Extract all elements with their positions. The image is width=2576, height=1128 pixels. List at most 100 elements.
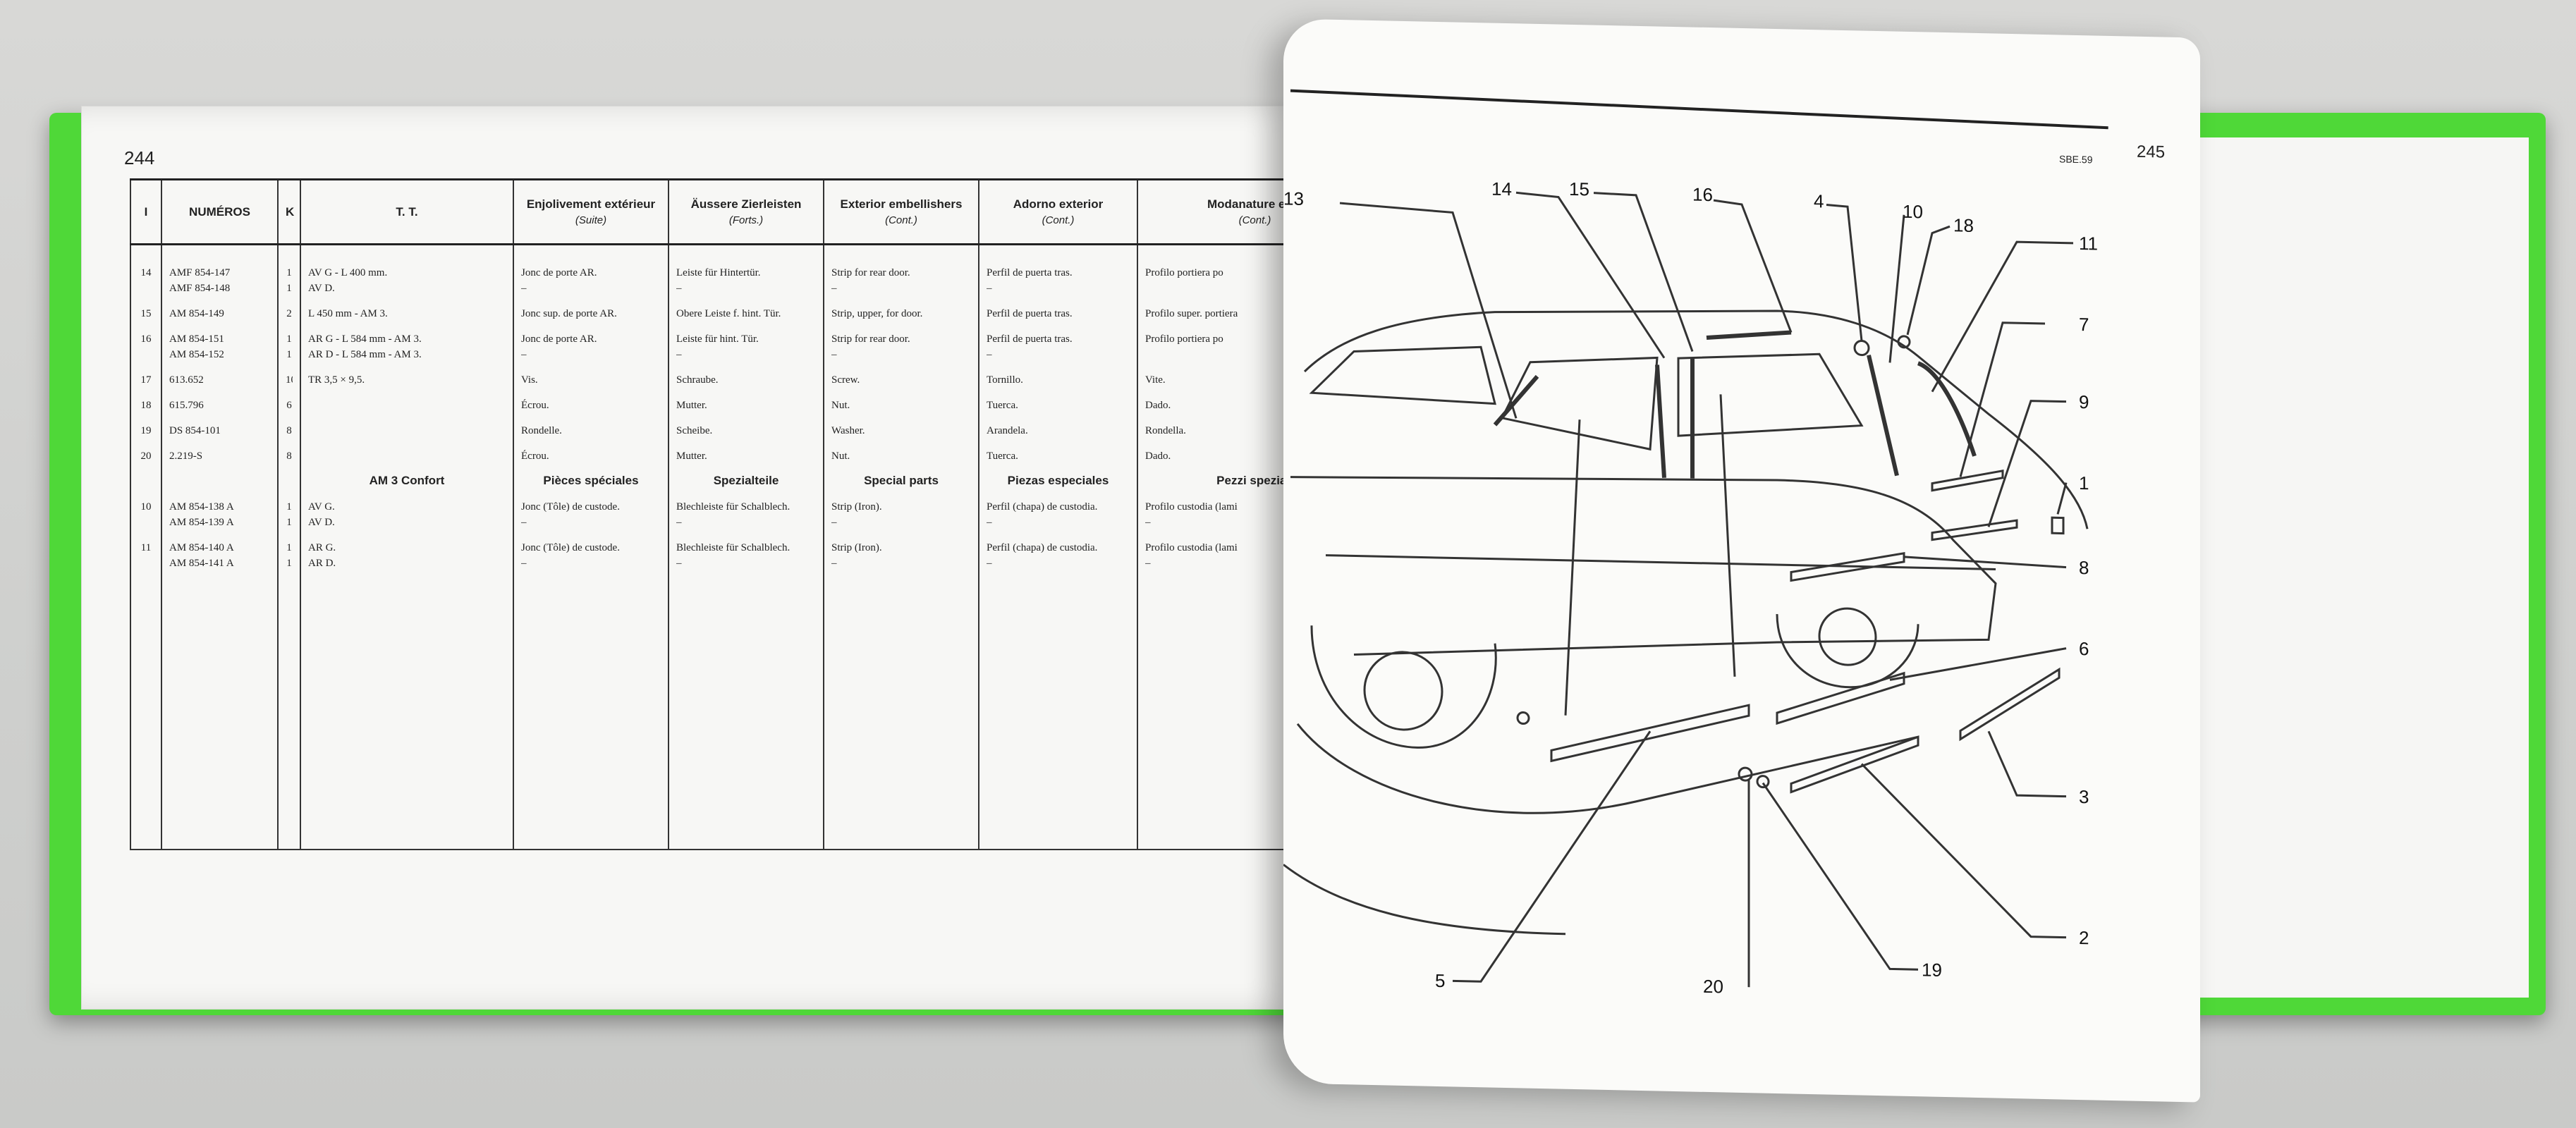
column-header-sub: (Suite) [575,214,607,226]
cell-i: 19 [130,423,161,448]
leader-14 [1515,191,1666,359]
cell-line: Écrou. [521,400,549,411]
leader-6 [1889,647,2067,681]
column-header-1: NUMÉROS [161,179,278,245]
cell-line: 2.219-S [169,450,203,462]
cell-tt: AR G.AR D. [300,540,513,581]
cell-line: Blechleiste für Schalblech. [676,542,790,553]
cell-line: – [521,517,527,528]
callout-20: 20 [1703,975,1723,998]
cell-line: 11 [140,542,152,553]
cell-line: Profilo super. portiera [1145,308,1238,319]
cell-line: Schraube. [676,374,719,386]
cell-line: 8 [286,425,292,436]
exploded-car-diagram [1283,191,2089,988]
part-18 [1897,335,1911,349]
trim-10 [1867,355,1899,477]
trim-11 [1917,361,1977,457]
leader-18 [1906,225,1951,336]
cell-line: AM 854-138 A [169,501,234,513]
cell-tt [300,398,513,423]
spacer-cell [130,244,161,265]
cell-fr: Jonc de porte AR.– [513,265,669,306]
cell-line: 10 [140,501,152,513]
callout-10: 10 [1903,200,1923,223]
leader-15 [1593,192,1694,352]
cell-es: Tuerca. [978,398,1137,423]
cell-line: AV D. [308,517,335,528]
cell-fr: Jonc (Tôle) de custode. – [513,499,669,540]
trim-7 [1931,469,2004,492]
trim-3 [1959,667,2061,742]
cell-num: 613.652 [161,372,278,398]
callout-16: 16 [1692,183,1713,206]
column-header-6: Exterior embellishers(Cont.) [823,179,979,245]
cell-line: 17 [140,374,152,386]
section-cell [130,474,161,499]
cell-line: – [1145,558,1151,569]
cell-en: Screw. [823,372,979,398]
cell-line: Vite. [1145,374,1166,386]
cell-num: 2.219-S [161,448,278,474]
cell-line: – [521,349,527,360]
cell-es: Tuerca. [978,448,1137,474]
cell-line: Mutter. [676,450,707,462]
cell-line: Tuerca. [987,450,1018,462]
car-lower-body [1326,554,1996,571]
cell-line: Tuerca. [987,400,1018,411]
leader-1 [2056,482,2068,515]
cell-line: 14 [140,267,152,278]
table-spacer [130,244,1372,265]
column-header-title: Enjolivement extérieur [526,197,656,211]
column-header-4: Enjolivement extérieur (Suite) [513,179,669,245]
callout-19: 19 [1922,959,1942,981]
column-header-2: K [277,179,300,245]
cell-line: 16 [140,333,152,345]
cell-line: 613.652 [169,374,204,386]
cell-line: Perfil (chapa) de custodia. [987,501,1098,513]
cell-line: Jonc de porte AR. [521,267,597,278]
fill-cell [513,581,669,850]
cell-line: Strip (Iron). [831,542,882,553]
cell-line: Perfil de puerta tras. [987,267,1073,278]
cell-line: – [987,283,992,294]
section-cell: Piezas especiales [978,474,1137,499]
cell-de: Blechleiste für Schalblech.– [668,540,824,581]
cell-line: Jonc (Tôle) de custode. [521,501,620,513]
cell-line: Strip, upper, for door. [831,308,923,319]
car-wheel-rear [1776,614,1919,689]
cell-line: 1 [286,349,292,360]
callout-11: 11 [2079,233,2098,255]
spacer-cell [823,244,979,265]
cell-es: Perfil de puerta tras. – [978,265,1137,306]
cell-line: L 450 mm - AM 3. [308,308,388,319]
cell-k: 8 [277,448,300,474]
callout-13: 13 [1283,188,1304,209]
cell-line: Perfil de puerta tras. [987,308,1073,319]
cell-line: Leiste für hint. Tür. [676,333,759,345]
cell-line: AV G - L 400 mm. [308,267,388,278]
cell-line: Dado. [1145,450,1171,462]
callout-2: 2 [2079,927,2089,949]
cell-line: Vis. [521,374,538,386]
trim-5 [1550,704,1750,763]
callout-5: 5 [1435,969,1446,992]
car-bumper [1283,864,1566,936]
cell-de: Scheibe. [668,423,824,448]
cell-line: 8 [286,450,292,462]
cell-k: 10 [277,372,300,398]
cell-en: Strip (Iron).– [823,540,979,581]
cell-line: AM 854-151 [169,333,224,345]
part-1 [2051,516,2065,535]
cell-line: AMF 854-147 [169,267,231,278]
cell-line: AR D. [308,558,336,569]
column-header-sub: (Cont.) [1042,214,1075,226]
cell-line [308,398,506,413]
cell-line: – [676,349,682,360]
cell-line: 1 [286,558,292,569]
